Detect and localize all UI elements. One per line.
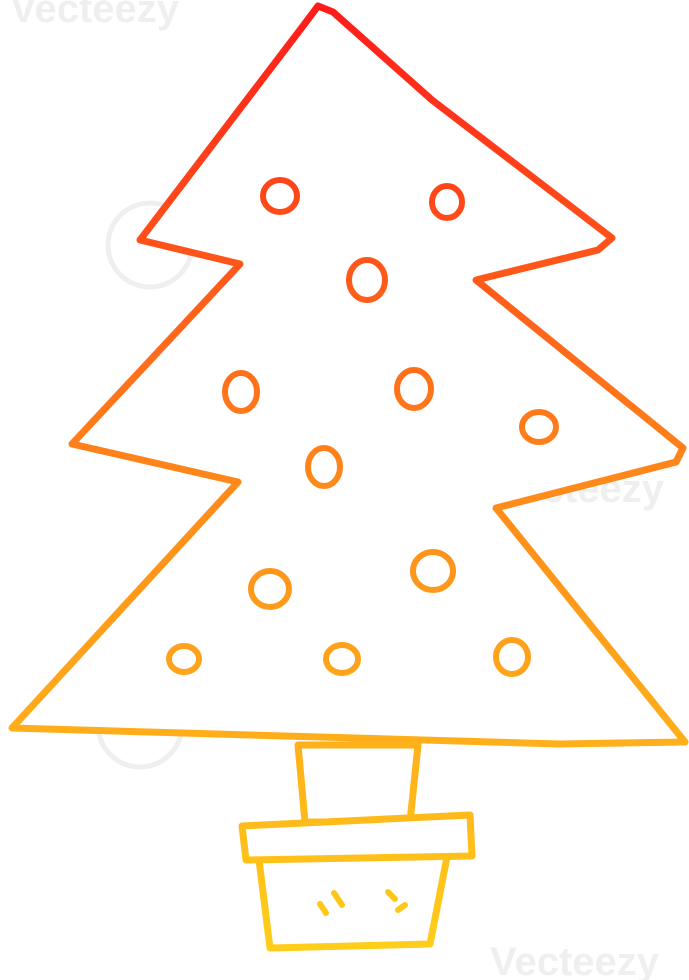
bauble: [222, 370, 260, 414]
watermark-text-bottom: Vecteezy: [490, 940, 660, 980]
bauble: [260, 177, 300, 215]
bauble: [305, 445, 343, 489]
bauble: [410, 549, 456, 593]
bauble: [248, 568, 292, 610]
pot-scribble-mark: [331, 890, 345, 908]
bauble: [519, 409, 559, 445]
bauble: [429, 183, 465, 221]
pot-body: [254, 848, 452, 952]
pot-scribble-mark: [385, 889, 398, 902]
bauble: [166, 643, 202, 675]
tree-trunk: [294, 741, 422, 826]
flower-pot: [238, 811, 476, 952]
pot-scribble-mark: [317, 901, 329, 916]
pot-rim: [238, 811, 476, 864]
watermark-text-top: Vecteezy: [10, 0, 180, 31]
bauble: [323, 642, 361, 676]
bauble: [394, 367, 434, 411]
pot-scribble-mark: [395, 902, 408, 913]
bauble: [493, 637, 531, 677]
bauble-group: [166, 177, 559, 677]
tree-body: [8, 2, 689, 748]
bauble: [346, 257, 388, 303]
